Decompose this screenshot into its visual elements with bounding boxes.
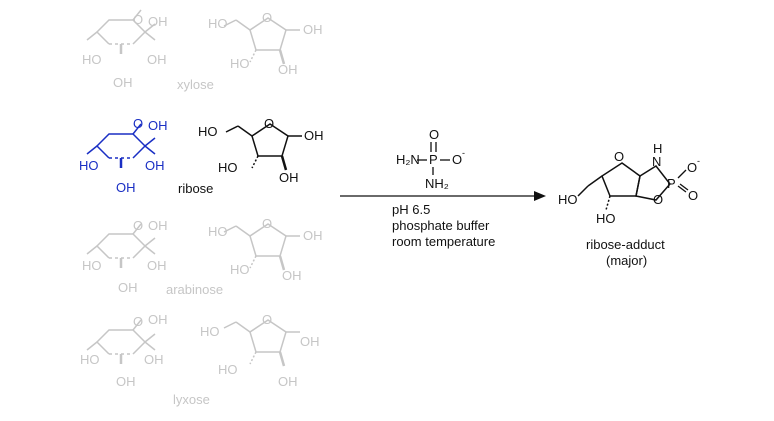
ring-oxygen-label: O — [133, 218, 143, 233]
hydroxyl-label: OH — [282, 268, 302, 283]
hydroxyl-label: OH — [278, 374, 298, 389]
ring-oxygen-label: O — [264, 116, 274, 131]
phosphoryl-oxygen-label: O — [688, 188, 698, 203]
product-ribose-adduct: O H N P O - O O HO HO ribose-adduct (maj… — [558, 141, 700, 268]
hydroxyl-label: OH — [147, 52, 167, 67]
ribose-furanose: O HO OH HO OH — [198, 116, 324, 185]
oxide-label: O — [687, 160, 697, 175]
ring-oxygen-label: O — [653, 192, 663, 207]
hydroxyl-label: OH — [278, 62, 298, 77]
hydroxyl-label: HO — [230, 262, 250, 277]
hydroxyl-label: OH — [279, 170, 299, 185]
hydroxyl-label: OH — [144, 352, 164, 367]
phosphorus-label: P — [667, 176, 676, 191]
hydroxyl-label: OH — [148, 312, 168, 327]
condition-ph: pH 6.5 — [392, 202, 430, 217]
oxide-label: O — [452, 152, 462, 167]
sugar-name-xylose: xylose — [177, 77, 214, 92]
hydroxyl-label: OH — [145, 158, 165, 173]
hydroxyl-label: OH — [303, 228, 323, 243]
ring-oxygen-label: O — [262, 312, 272, 327]
reaction-conditions: pH 6.5 phosphate buffer room temperature — [392, 202, 495, 249]
hydroxyl-label: OH — [113, 75, 133, 90]
hydroxyl-label: OH — [148, 218, 168, 233]
ring-oxygen-label: O — [262, 216, 272, 231]
amine-label: NH₂ — [425, 176, 449, 191]
hydroxyl-label: HO — [208, 224, 228, 239]
negative-charge: - — [462, 148, 465, 158]
sugar-arabinose: O OH HO OH OH O HO OH HO OH arabinose — [82, 216, 323, 297]
hydroxyl-label: OH — [300, 334, 320, 349]
hydrogen-label: H — [653, 141, 662, 156]
hydroxyl-label: OH — [118, 280, 138, 295]
product-note: (major) — [606, 253, 647, 268]
amine-label: H₂N — [396, 152, 420, 167]
product-name: ribose-adduct — [586, 237, 665, 252]
hydroxyl-label: OH — [303, 22, 323, 37]
sugar-xylose: O OH HO OH OH O HO OH HO OH xylose — [82, 8, 323, 92]
ring-oxygen-label: O — [614, 149, 624, 164]
ring-oxygen-label: O — [262, 10, 272, 25]
hydroxyl-label: HO — [208, 16, 228, 31]
ring-oxygen-label: O — [133, 314, 143, 329]
hydroxyl-label: OH — [148, 14, 168, 29]
hydroxyl-label: HO — [218, 362, 238, 377]
hydroxyl-label: OH — [116, 374, 136, 389]
hydroxyl-label: HO — [200, 324, 220, 339]
nitrogen-label: N — [652, 154, 661, 169]
condition-buffer: phosphate buffer — [392, 218, 490, 233]
sugar-name-ribose: ribose — [178, 181, 213, 196]
condition-temperature: room temperature — [392, 234, 495, 249]
sugar-ribose: O OH HO OH OH O HO OH HO OH ribose — [79, 116, 324, 196]
xylose-pyranose-ring — [85, 8, 157, 56]
ring-oxygen-label: O — [133, 116, 143, 131]
negative-charge: - — [697, 156, 700, 166]
reaction-arrow — [340, 191, 546, 201]
hydroxyl-label: OH — [116, 180, 136, 195]
ring-oxygen-label: O — [133, 12, 143, 27]
sugar-name-lyxose: lyxose — [173, 392, 210, 407]
hydroxyl-label: OH — [147, 258, 167, 273]
sugar-lyxose: O OH HO OH OH O HO OH HO OH lyxose — [80, 312, 320, 407]
hydroxyl-label: HO — [558, 192, 578, 207]
hydroxyl-label: HO — [230, 56, 250, 71]
hydroxyl-label: OH — [148, 118, 168, 133]
phosphoryl-oxygen-label: O — [429, 127, 439, 142]
reagent-amidophosphate: O H₂N P O - NH₂ — [396, 127, 465, 191]
hydroxyl-label: HO — [80, 352, 100, 367]
phosphorus-label: P — [429, 152, 438, 167]
ribose-pyranose: O OH HO OH OH — [79, 116, 168, 195]
hydroxyl-label: HO — [79, 158, 99, 173]
hydroxyl-label: OH — [304, 128, 324, 143]
hydroxyl-label: HO — [82, 52, 102, 67]
hydroxyl-label: HO — [198, 124, 218, 139]
product-phospholidine-ring — [635, 165, 671, 201]
sugar-name-arabinose: arabinose — [166, 282, 223, 297]
hydroxyl-label: HO — [218, 160, 238, 175]
product-furanose-ring — [601, 162, 641, 197]
hydroxyl-label: HO — [82, 258, 102, 273]
hydroxyl-label: HO — [596, 211, 616, 226]
